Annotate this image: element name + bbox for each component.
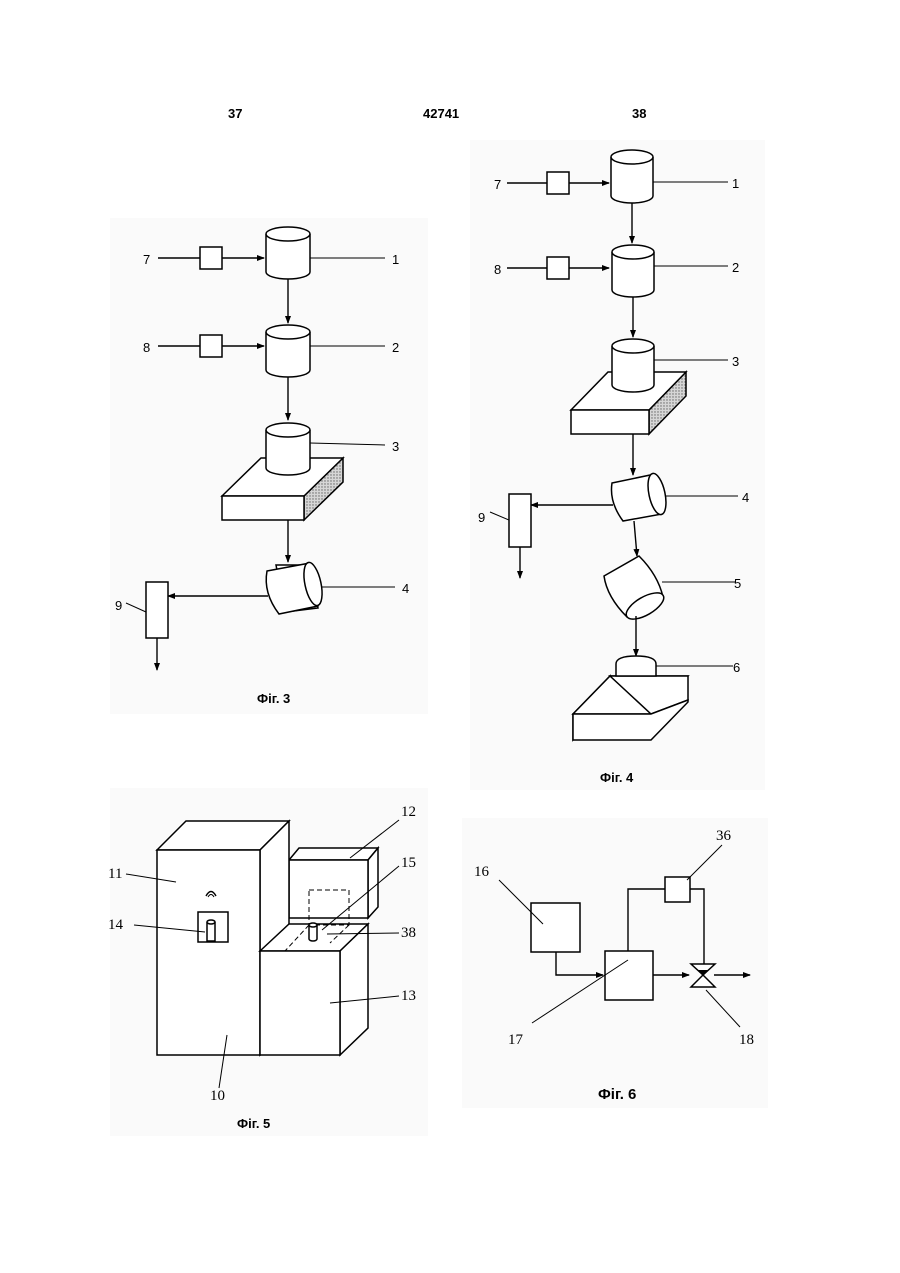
fig3-output-9 xyxy=(146,582,168,638)
fig3-label-1: 1 xyxy=(392,252,399,267)
figure-3: 7 1 8 2 3 4 9 Фіг. 3 xyxy=(115,227,409,706)
fig3-label-7: 7 xyxy=(143,252,150,267)
fig6-label-17: 17 xyxy=(508,1032,524,1048)
fig6-label-18: 18 xyxy=(739,1032,754,1048)
fig4-label-3: 3 xyxy=(732,354,739,369)
fig5-label-38: 38 xyxy=(401,925,416,941)
fig6-block-17 xyxy=(605,951,653,1000)
fig4-tilted-cylinder-4 xyxy=(611,472,669,521)
fig3-source-box-7 xyxy=(200,247,222,269)
fig3-label-3: 3 xyxy=(392,439,399,454)
fig5-block-13 xyxy=(260,924,368,1055)
fig5-caption: Фіг. 5 xyxy=(237,1116,270,1131)
fig4-caption: Фіг. 4 xyxy=(600,770,634,785)
fig4-label-7: 7 xyxy=(494,177,501,192)
fig4-label-9: 9 xyxy=(478,510,485,525)
fig3-tilted-cylinder-4 xyxy=(266,561,325,614)
fig4-cylinder-3 xyxy=(612,339,654,392)
fig4-source-box-7 xyxy=(547,172,569,194)
figure-6: 16 36 17 18 Фіг. 6 xyxy=(474,828,754,1103)
fig5-nozzle-15 xyxy=(309,923,317,941)
fig3-label-9: 9 xyxy=(115,598,122,613)
fig6-line-17-36 xyxy=(628,889,665,951)
fig6-label-36: 36 xyxy=(716,828,732,844)
fig3-source-box-8 xyxy=(200,335,222,357)
fig6-label-16: 16 xyxy=(474,864,490,880)
fig4-arrow-4-5 xyxy=(634,521,637,556)
fig4-label-2: 2 xyxy=(732,260,739,275)
fig6-sensor-36 xyxy=(665,877,690,902)
fig6-caption: Фіг. 6 xyxy=(598,1086,636,1103)
fig3-label-4: 4 xyxy=(402,581,409,596)
fig3-cylinder-1 xyxy=(266,227,310,279)
fig4-label-4: 4 xyxy=(742,490,749,505)
fig5-label-14: 14 xyxy=(108,917,124,933)
fig5-label-11: 11 xyxy=(108,866,122,882)
fig4-label-5: 5 xyxy=(734,576,741,591)
fig3-cylinder-2 xyxy=(266,325,310,377)
fig5-unit-12 xyxy=(289,848,378,918)
fig3-label-8: 8 xyxy=(143,340,150,355)
fig4-source-box-8 xyxy=(547,257,569,279)
figure-4: 7 1 8 2 3 4 9 5 6 Фіг. 4 xyxy=(478,150,749,785)
fig6-arrow-16-17 xyxy=(556,952,603,975)
fig5-label-10: 10 xyxy=(210,1088,225,1104)
figure-5: 11 14 12 15 38 13 10 Фіг. 5 xyxy=(108,804,416,1131)
fig3-cylinder-3 xyxy=(266,423,310,475)
fig5-label-12: 12 xyxy=(401,804,416,820)
fig6-valve-18 xyxy=(691,964,715,987)
fig5-window-14 xyxy=(198,912,228,942)
fig4-output-9 xyxy=(509,494,531,547)
fig4-label-6: 6 xyxy=(733,660,740,675)
fig4-cylinder-2 xyxy=(612,245,654,297)
fig4-tilted-cylinder-5 xyxy=(604,556,668,624)
fig4-base-6 xyxy=(573,656,688,740)
fig4-label-1: 1 xyxy=(732,176,739,191)
fig6-block-16 xyxy=(531,903,580,952)
fig4-label-8: 8 xyxy=(494,262,501,277)
fig5-label-15: 15 xyxy=(401,855,416,871)
fig5-label-13: 13 xyxy=(401,988,416,1004)
fig3-label-2: 2 xyxy=(392,340,399,355)
fig4-cylinder-1 xyxy=(611,150,653,203)
fig6-line-36-18 xyxy=(690,889,704,964)
fig3-caption: Фіг. 3 xyxy=(257,691,290,706)
